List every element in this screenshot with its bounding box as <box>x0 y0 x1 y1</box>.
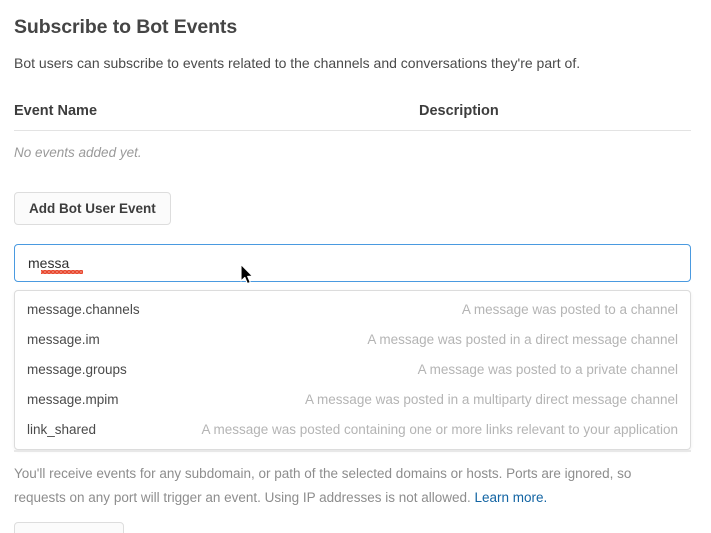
add-bot-user-event-button[interactable]: Add Bot User Event <box>14 192 171 225</box>
event-autocomplete-dropdown[interactable]: message.channels A message was posted to… <box>14 290 691 450</box>
bottom-clipped-button[interactable] <box>14 522 124 533</box>
dropdown-item-description: A message was posted in a multiparty dir… <box>305 392 678 407</box>
event-search-container <box>14 244 691 282</box>
dropdown-item-description: A message was posted containing one or m… <box>201 422 678 437</box>
dropdown-item-link-shared[interactable]: link_shared A message was posted contain… <box>15 415 690 445</box>
dropdown-item-message-im[interactable]: message.im A message was posted in a dir… <box>15 325 690 355</box>
learn-more-link[interactable]: Learn more. <box>474 490 548 505</box>
section-divider <box>14 450 691 452</box>
dropdown-item-message-channels[interactable]: message.channels A message was posted to… <box>15 295 690 325</box>
dropdown-item-name: message.mpim <box>27 392 119 407</box>
dropdown-item-name: message.channels <box>27 302 140 317</box>
column-header-event-name: Event Name <box>14 103 98 119</box>
dropdown-item-description: A message was posted to a private channe… <box>417 362 678 377</box>
dropdown-item-name: link_shared <box>27 422 97 437</box>
events-table: Event Name Description No events added y… <box>14 103 691 160</box>
helper-text: You'll receive events for any subdomain,… <box>14 462 686 510</box>
helper-text-body: You'll receive events for any subdomain,… <box>14 466 632 505</box>
dropdown-item-message-mpim[interactable]: message.mpim A message was posted in a m… <box>15 385 690 415</box>
page-subtitle: Bot users can subscribe to events relate… <box>14 55 581 71</box>
table-header-divider <box>14 130 691 131</box>
dropdown-item-description: A message was posted to a channel <box>461 302 678 317</box>
column-header-description: Description <box>419 103 499 119</box>
dropdown-item-name: message.groups <box>27 362 127 377</box>
dropdown-item-name: message.im <box>27 332 100 347</box>
dropdown-item-message-groups[interactable]: message.groups A message was posted to a… <box>15 355 690 385</box>
dropdown-item-description: A message was posted in a direct message… <box>367 332 678 347</box>
events-table-empty-message: No events added yet. <box>14 145 142 160</box>
event-search-input[interactable] <box>14 244 691 282</box>
page-title: Subscribe to Bot Events <box>14 16 238 38</box>
table-header-row: Event Name Description <box>14 103 691 130</box>
